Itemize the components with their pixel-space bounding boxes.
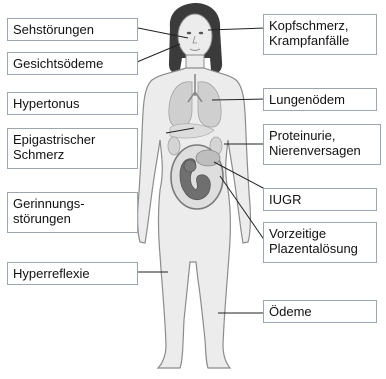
- label-iugr: IUGR: [263, 188, 377, 211]
- left-kidney: [168, 137, 180, 155]
- label-kopfschmerz-krampfanfaelle: Kopfschmerz, Krampfanfälle: [263, 14, 377, 55]
- label-gerinnungsstoerungen: Gerinnungs- störungen: [7, 192, 138, 233]
- label-lungenoedem: Lungenödem: [263, 88, 377, 111]
- label-vorzeitige-plazentaloesung: Vorzeitige Plazentalösung: [263, 222, 377, 263]
- label-hyperreflexie: Hyperreflexie: [7, 262, 138, 285]
- label-gesichtsoedeme: Gesichtsödeme: [7, 52, 138, 75]
- label-oedeme: Ödeme: [263, 300, 377, 323]
- label-sehstoerungen: Sehstörungen: [7, 18, 138, 41]
- label-proteinurie-nierenversagen: Proteinurie, Nierenversagen: [263, 124, 381, 165]
- body-silhouette: [138, 68, 251, 368]
- label-epigastrischer-schmerz: Epigastrischer Schmerz: [7, 128, 138, 169]
- label-hypertonus: Hypertonus: [7, 92, 138, 115]
